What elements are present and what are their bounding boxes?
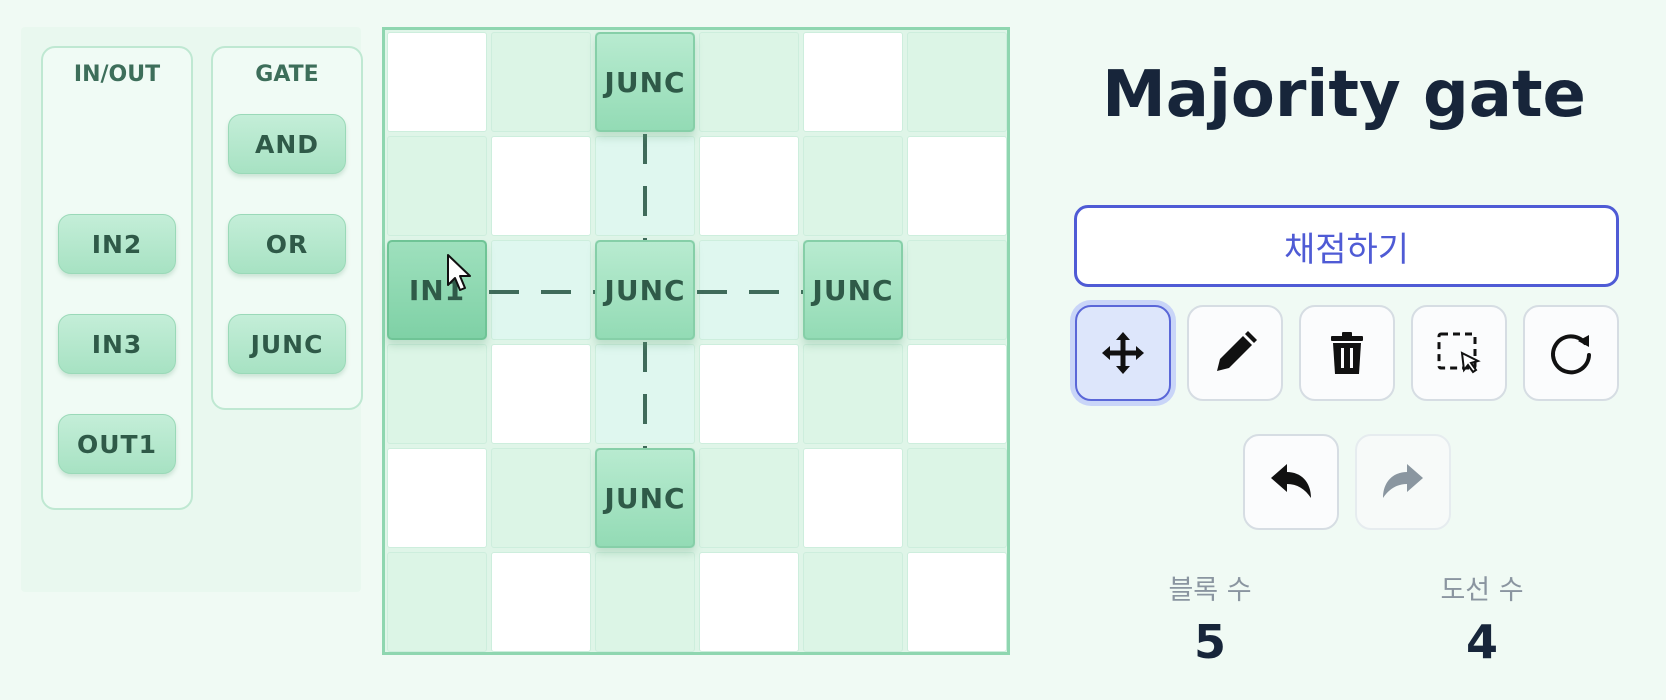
board-block-junc[interactable]: JUNC xyxy=(595,240,695,340)
block-count-label: 블록 수 xyxy=(1168,575,1252,606)
block-count-value: 5 xyxy=(1193,615,1226,669)
grid-cell[interactable] xyxy=(491,344,591,444)
select-tool-button[interactable] xyxy=(1411,305,1507,401)
grid-cell[interactable] xyxy=(387,552,487,652)
wire-count-label: 도선 수 xyxy=(1440,575,1524,606)
wire-count-value: 4 xyxy=(1465,615,1498,669)
grid-cell[interactable] xyxy=(491,136,591,236)
grid-cell[interactable] xyxy=(595,552,695,652)
grid-cell[interactable] xyxy=(803,448,903,548)
grid-cell[interactable] xyxy=(387,136,487,236)
grid-cell[interactable] xyxy=(803,32,903,132)
grid-cell[interactable] xyxy=(907,240,1007,340)
grid-cell[interactable] xyxy=(907,448,1007,548)
puzzle-title: Majority gate xyxy=(1102,58,1586,132)
board-block-junc[interactable]: JUNC xyxy=(595,448,695,548)
grid-cell[interactable] xyxy=(491,552,591,652)
delete-tool-button[interactable] xyxy=(1299,305,1395,401)
grid-cell[interactable] xyxy=(803,344,903,444)
palette-item-or[interactable]: OR xyxy=(228,214,346,274)
board-block-junc[interactable]: JUNC xyxy=(595,32,695,132)
redo-button[interactable] xyxy=(1355,434,1451,530)
circuit-board[interactable]: JUNC IN1 JUNC JUNC JUNC xyxy=(382,27,1010,655)
grid-cell[interactable] xyxy=(907,136,1007,236)
undo-button[interactable] xyxy=(1243,434,1339,530)
grid-cell[interactable] xyxy=(699,552,799,652)
palette-item-junc[interactable]: JUNC xyxy=(228,314,346,374)
grid-cell[interactable] xyxy=(907,344,1007,444)
wires-layer xyxy=(489,134,803,448)
grid-cell[interactable] xyxy=(491,32,591,132)
grade-button[interactable]: 채점하기 xyxy=(1074,205,1619,287)
palette-inout-title: IN/OUT xyxy=(73,62,161,87)
grid-cell[interactable] xyxy=(387,344,487,444)
palette-gate: GATE AND OR JUNC xyxy=(211,46,363,410)
board-block-junc[interactable]: JUNC xyxy=(803,240,903,340)
grid-cell[interactable] xyxy=(803,136,903,236)
move-tool-button[interactable] xyxy=(1075,305,1171,401)
palette-item-out1[interactable]: OUT1 xyxy=(58,414,176,474)
pencil-tool-button[interactable] xyxy=(1187,305,1283,401)
grid-cell[interactable] xyxy=(387,448,487,548)
select-area-icon xyxy=(1437,332,1481,374)
reset-tool-button[interactable] xyxy=(1523,305,1619,401)
grid-cell[interactable] xyxy=(699,32,799,132)
palette-item-in3[interactable]: IN3 xyxy=(58,314,176,374)
palette-item-in2[interactable]: IN2 xyxy=(58,214,176,274)
palette-inout: IN/OUT IN2 IN3 OUT1 xyxy=(41,46,193,510)
trash-icon xyxy=(1331,332,1363,374)
grid-cell[interactable] xyxy=(387,32,487,132)
grid-cell[interactable] xyxy=(699,344,799,444)
palette-gate-title: GATE xyxy=(255,62,319,87)
undo-icon xyxy=(1271,464,1311,498)
grid-cell[interactable] xyxy=(699,448,799,548)
pencil-icon xyxy=(1217,331,1257,371)
grid-cell[interactable] xyxy=(907,32,1007,132)
redo-icon xyxy=(1383,464,1423,498)
grid-cell[interactable] xyxy=(699,136,799,236)
move-icon xyxy=(1102,332,1144,374)
grid-cell[interactable] xyxy=(907,552,1007,652)
reset-icon xyxy=(1551,334,1591,375)
palette-item-and[interactable]: AND xyxy=(228,114,346,174)
grid-cell[interactable] xyxy=(491,448,591,548)
mouse-cursor-icon xyxy=(447,254,471,291)
grid-cell[interactable] xyxy=(803,552,903,652)
